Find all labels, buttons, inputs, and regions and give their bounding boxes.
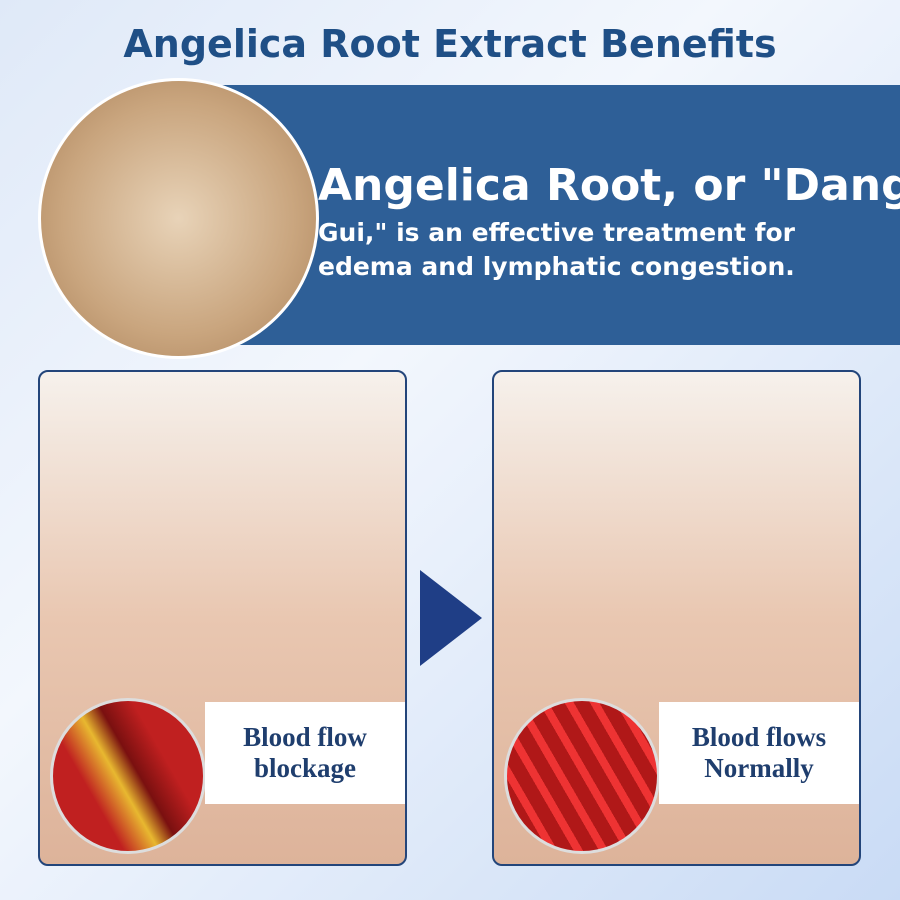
- blockage-caption: Blood flow blockage: [205, 702, 405, 804]
- arrow-right-icon: [420, 570, 482, 666]
- banner-subtext: Gui," is an effective treatment for edem…: [318, 218, 795, 281]
- normal-panel: Blood flows Normally: [492, 370, 861, 866]
- page-title: Angelica Root Extract Benefits: [123, 22, 777, 66]
- normal-caption: Blood flows Normally: [659, 702, 859, 804]
- banner-headline: Angelica Root, or "Dang: [318, 160, 900, 211]
- blockage-panel: Blood flow blockage: [38, 370, 407, 866]
- angelica-root-image: [38, 78, 319, 359]
- normal-vessel-image: [504, 698, 660, 854]
- blocked-vessel-image: [50, 698, 206, 854]
